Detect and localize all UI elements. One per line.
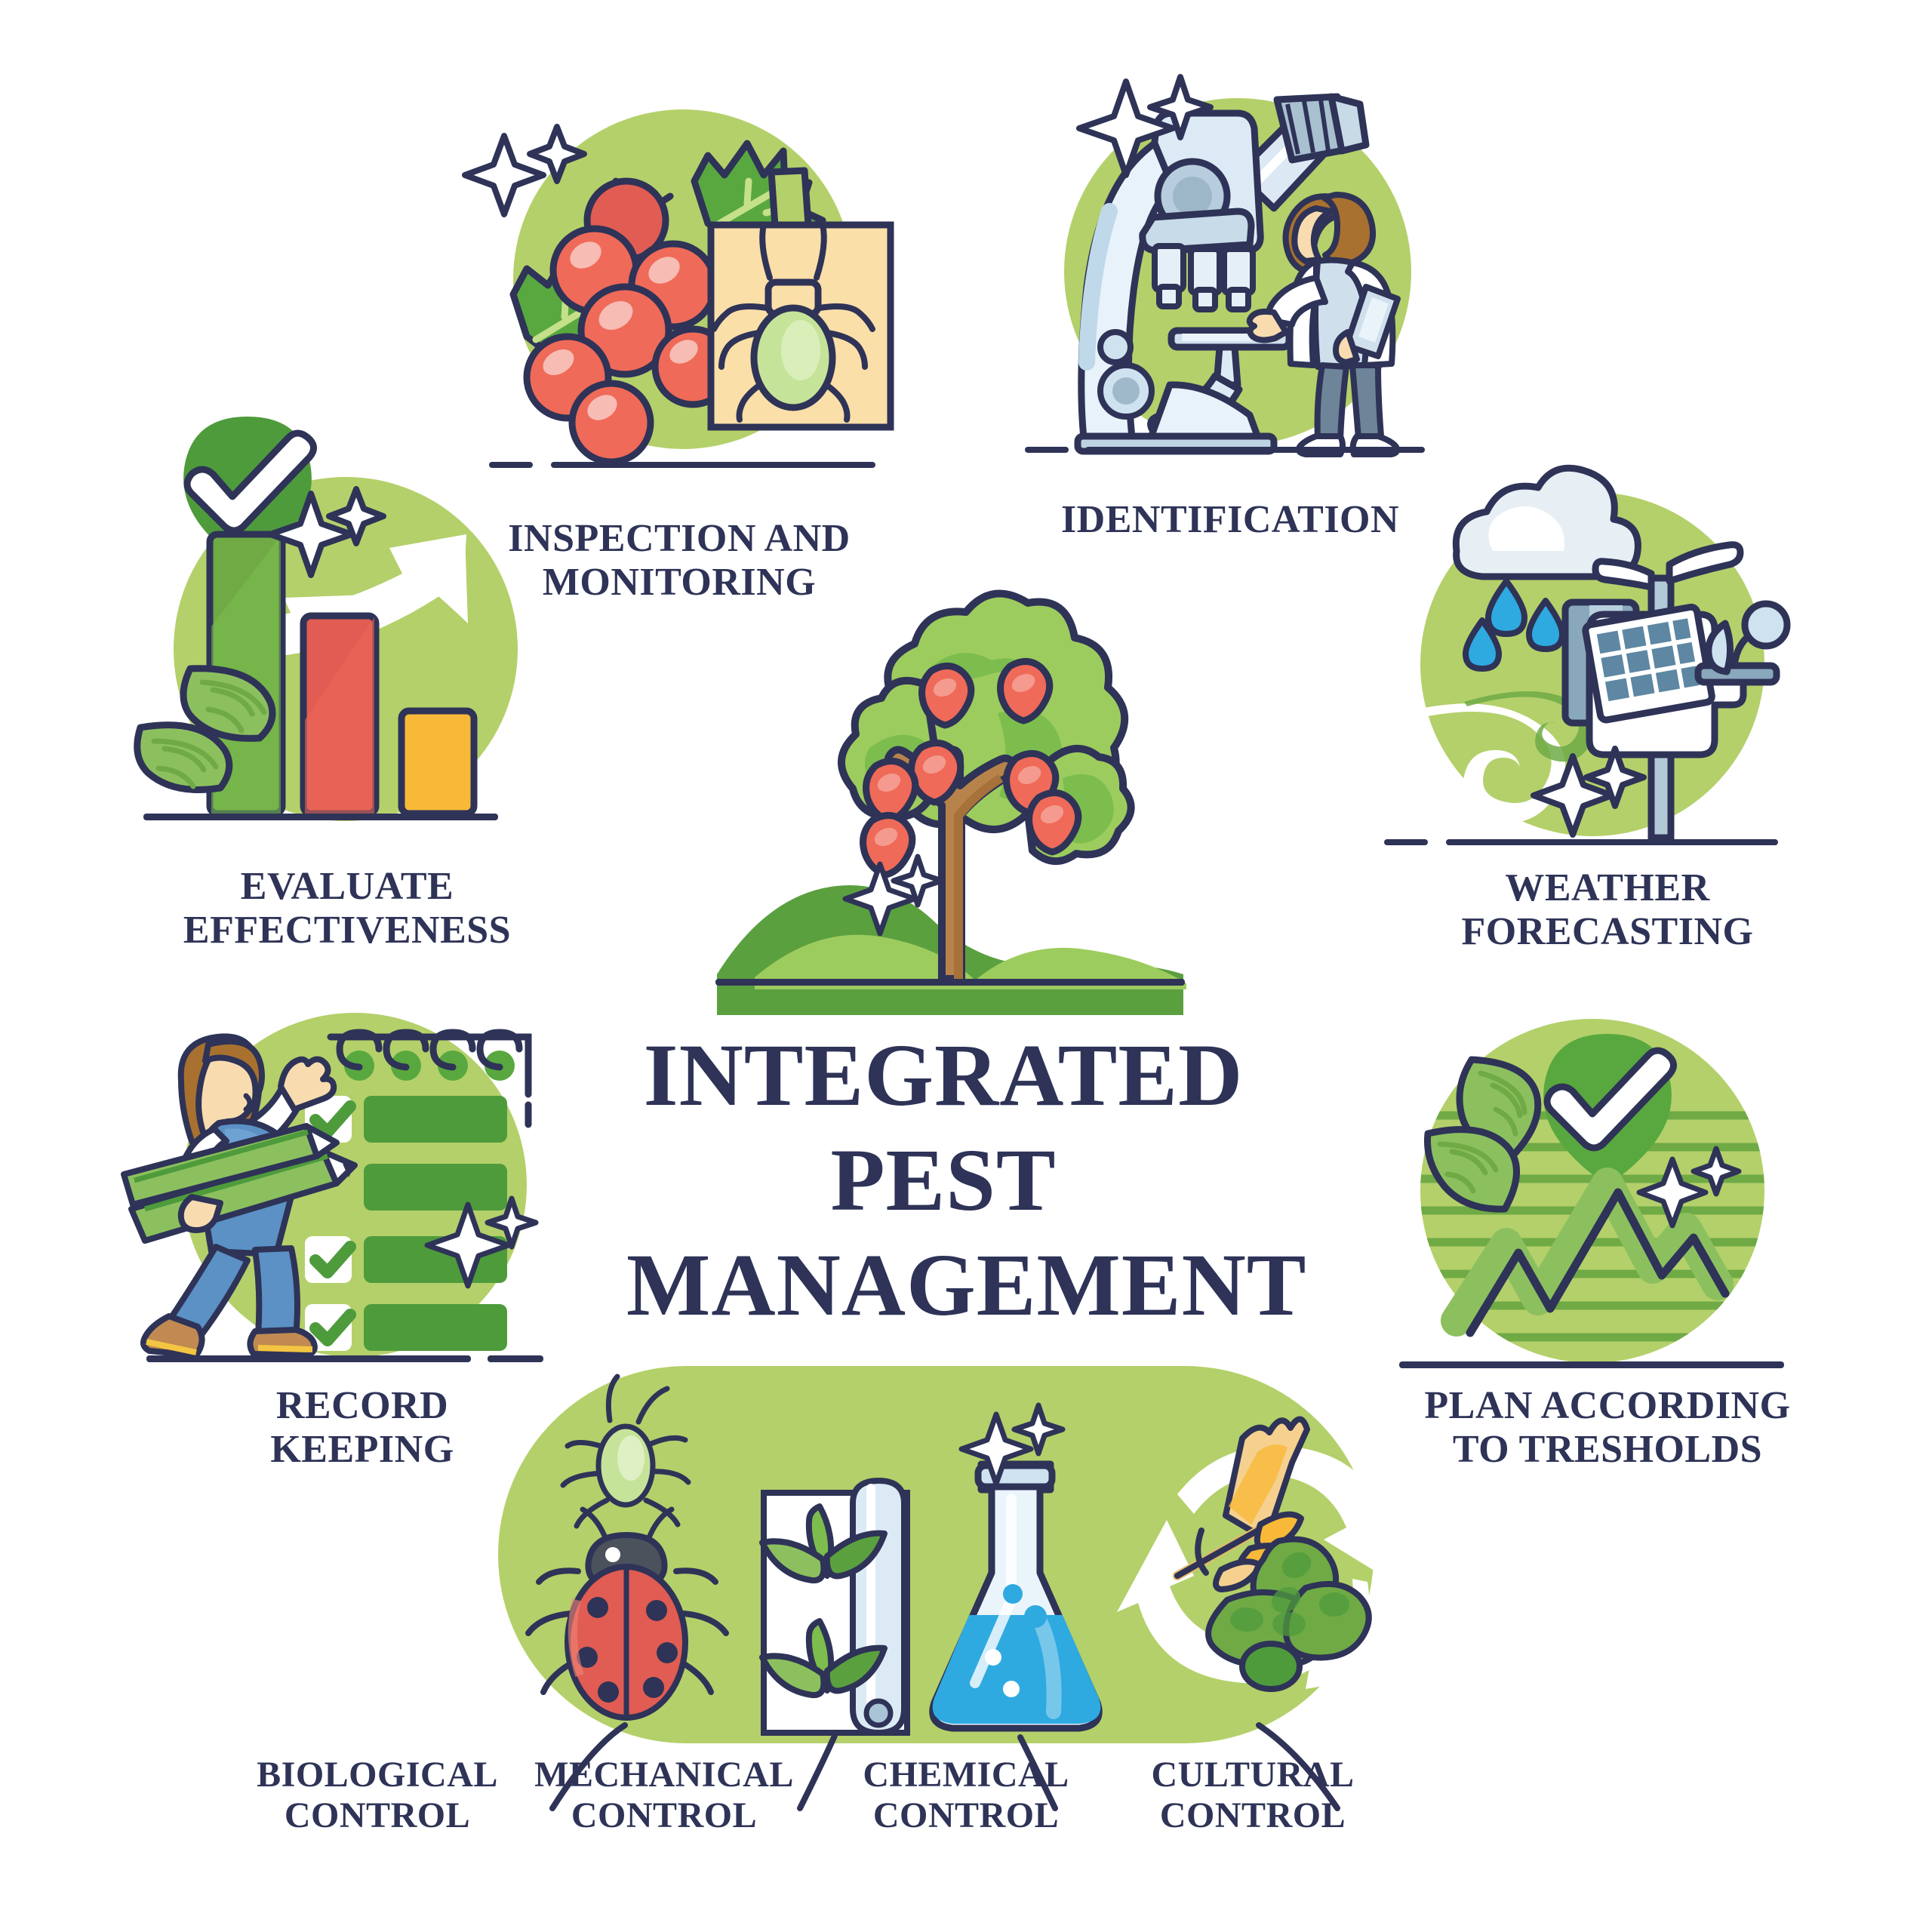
node-inspection-and-monitoring[interactable] — [462, 91, 894, 483]
connector-lines — [549, 1722, 1340, 1811]
node-underline — [143, 814, 498, 820]
node-identification[interactable] — [1011, 60, 1434, 468]
node-underline — [489, 462, 875, 468]
bar-chart-growth-icon — [134, 417, 518, 821]
ladybug-and-aphid-icon — [525, 1374, 729, 1721]
label-line: CULTURAL — [1151, 1755, 1355, 1795]
label-chemical-control: CHEMICAL CONTROL — [838, 1755, 1094, 1836]
node-weather-forecasting[interactable] — [1374, 464, 1796, 860]
label-line: INSPECTION AND — [508, 517, 851, 560]
label-line: EFFECTIVENESS — [183, 909, 512, 952]
label-inspection-and-monitoring: INSPECTION AND MONITORING — [468, 517, 891, 605]
weather-station-icon — [1384, 464, 1791, 845]
label-evaluate-effectiveness: EVALUATE EFFECTIVENESS — [113, 865, 581, 952]
node-evaluate-effectiveness[interactable] — [134, 400, 528, 845]
threshold-graph-icon — [1399, 1019, 1784, 1368]
label-line: MONITORING — [542, 561, 817, 605]
label-line: KEEPING — [270, 1428, 454, 1472]
label-line: CHEMICAL — [863, 1755, 1069, 1795]
label-line: RECORD — [275, 1384, 449, 1427]
label-weather-forecasting: WEATHER FORECASTING — [1381, 866, 1834, 954]
label-line: CONTROL — [571, 1795, 758, 1835]
title-line: PEST — [830, 1131, 1057, 1230]
label-line: EVALUATE — [240, 865, 454, 908]
controls-pill[interactable] — [483, 1351, 1464, 1894]
label-cultural-control: CULTURAL CONTROL — [1124, 1755, 1381, 1836]
node-underline — [1399, 1361, 1784, 1368]
apple-tree-icon — [715, 589, 1186, 1015]
node-record-keeping[interactable] — [121, 981, 558, 1374]
node-plan-according-to-tresholds[interactable] — [1381, 1004, 1804, 1381]
label-line: IDENTIFICATION — [1060, 498, 1400, 541]
erlenmeyer-flask-icon — [929, 1402, 1103, 1732]
node-underline — [146, 1355, 543, 1362]
label-line: CONTROL — [1159, 1795, 1346, 1835]
title-line: MANAGEMENT — [626, 1235, 1307, 1335]
label-identification: IDENTIFICATION — [1011, 498, 1449, 542]
controls-pill-graphic — [498, 1366, 1408, 1811]
title-line: INTEGRATED — [643, 1026, 1244, 1124]
label-line: PLAN ACCORDING — [1424, 1384, 1791, 1427]
row-cover-plants-icon — [759, 1478, 910, 1736]
label-line: CONTROL — [284, 1795, 471, 1835]
label-line: FORECASTING — [1461, 910, 1754, 954]
microscope-with-scientist-icon — [1025, 74, 1425, 457]
label-plan-according-to-tresholds: PLAN ACCORDING TO TRESHOLDS — [1358, 1384, 1857, 1472]
label-line: WEATHER — [1505, 866, 1710, 909]
label-mechanical-control: MECHANICAL CONTROL — [521, 1755, 808, 1836]
label-record-keeping: RECORD KEEPING — [151, 1384, 574, 1472]
node-underline — [1384, 839, 1778, 845]
label-line: TO TRESHOLDS — [1452, 1428, 1763, 1472]
label-line: BIOLOGICAL — [257, 1755, 498, 1795]
grapes-with-pest-card-icon — [462, 109, 894, 468]
crop-rotation-icon — [1117, 1416, 1408, 1692]
label-line: MECHANICAL — [534, 1755, 794, 1795]
center-apple-tree — [702, 589, 1200, 1015]
page-title: INTEGRATED PEST MANAGEMENT — [626, 1023, 1307, 1338]
checklist-notepad-icon — [121, 1013, 543, 1362]
label-biological-control: BIOLOGICAL CONTROL — [249, 1755, 506, 1836]
label-line: CONTROL — [872, 1795, 1060, 1835]
node-underline — [1025, 447, 1425, 453]
